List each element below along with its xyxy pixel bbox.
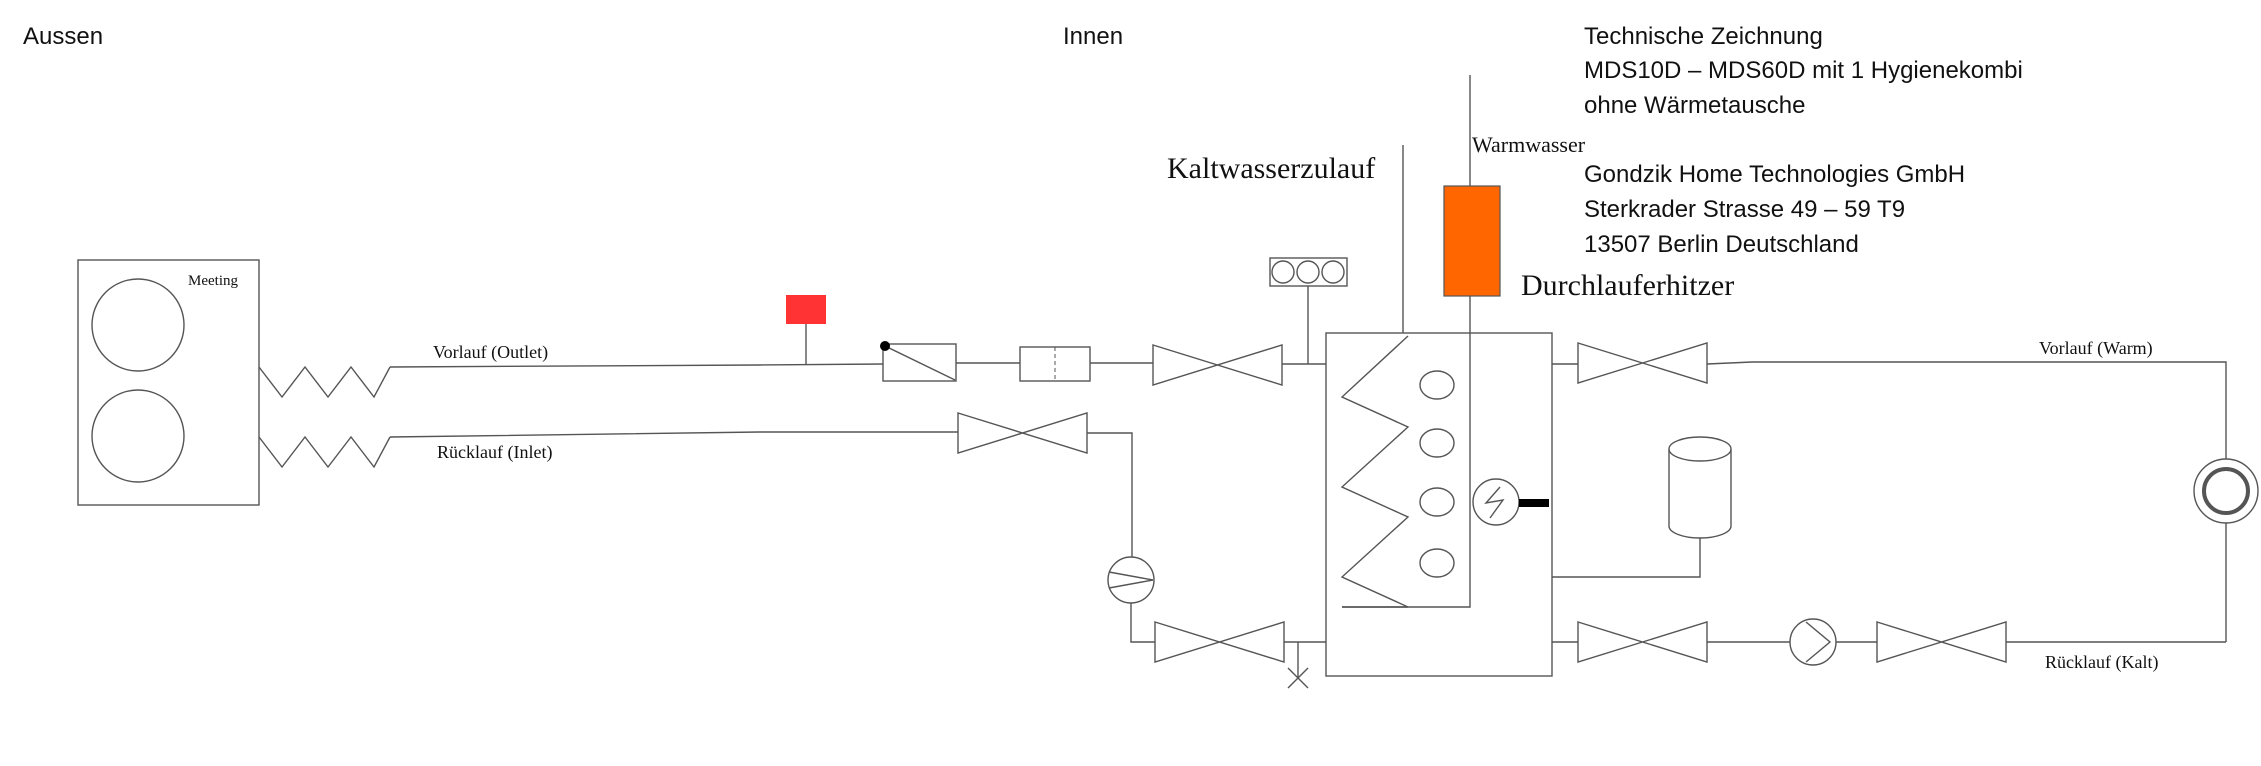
drain-valve-icon	[1287, 642, 1309, 689]
lower-valve-icon	[1154, 621, 1285, 663]
return-right-valve-icon	[1876, 621, 2007, 663]
inside-label: Innen	[1063, 23, 1123, 50]
check-valve-icon	[880, 341, 957, 382]
water-heater-icon	[1443, 185, 1501, 297]
filter-icon	[1019, 346, 1091, 382]
red-indicator-icon	[786, 295, 826, 324]
supply-outlet-label: Vorlauf (Outlet)	[433, 342, 548, 363]
info-model: MDS10D – MDS60D mit 1 Hygienekombi	[1584, 57, 2023, 84]
hose-return-icon	[258, 435, 391, 469]
outside-label: Aussen	[23, 23, 103, 50]
cold-water-inlet-label: Kaltwasserzulauf	[1167, 152, 1375, 185]
supply-valve-icon	[1152, 344, 1283, 386]
electric-heater-icon	[1472, 478, 1549, 526]
heat-pump-label: Meeting	[188, 273, 238, 289]
cold-return-valve-icon	[1577, 621, 1708, 663]
gauge-icon	[1269, 257, 1348, 364]
pump-left-icon	[1107, 556, 1155, 604]
pump-right-icon	[1789, 618, 1837, 666]
info-company: Gondzik Home Technologies GmbH	[1584, 161, 1965, 188]
hot-water-label: Warmwasser	[1472, 132, 1586, 157]
buffer-tank-icon	[1552, 436, 1732, 578]
heat-pump-unit: Meeting	[77, 259, 260, 506]
info-variant: ohne Wärmetausche	[1584, 92, 1805, 119]
info-title: Technische Zeichnung	[1584, 23, 1823, 50]
return-cold-label: Rücklauf (Kalt)	[2045, 652, 2158, 673]
water-heater-label: Durchlauferhitzer	[1521, 269, 1734, 302]
info-city: 13507 Berlin Deutschland	[1584, 231, 1859, 258]
return-inlet-label: Rücklauf (Inlet)	[437, 442, 552, 463]
warm-supply-valve-icon	[1577, 342, 1708, 384]
supply-warm-label: Vorlauf (Warm)	[2039, 338, 2153, 359]
consumer-icon	[2193, 458, 2259, 524]
return-valve-icon	[957, 412, 1088, 454]
hose-supply-icon	[258, 365, 391, 399]
info-street: Sterkrader Strasse 49 – 59 T9	[1584, 196, 1905, 223]
